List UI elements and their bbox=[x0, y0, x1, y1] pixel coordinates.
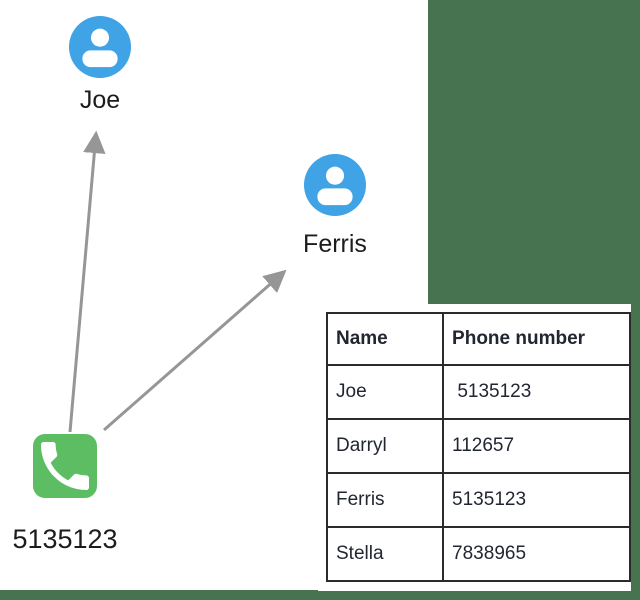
name-cell: Joe bbox=[325, 364, 445, 420]
phone-cell: 112657 bbox=[442, 418, 631, 474]
call-arrows bbox=[68, 130, 287, 433]
table-row: Joe 5135123 bbox=[325, 364, 631, 420]
name-cell: Stella bbox=[325, 526, 445, 582]
name-cell: Darryl bbox=[325, 418, 445, 474]
node-label-joe: Joe bbox=[79, 86, 121, 114]
arrow-phone-to-ferris bbox=[103, 269, 287, 432]
header-name: Name bbox=[325, 312, 445, 366]
diagram-panel: Joe Ferris 5135123 bbox=[0, 0, 428, 590]
phone-cell: 5135123 bbox=[442, 364, 631, 420]
phone-icon bbox=[33, 434, 97, 498]
arrow-phone-to-joe bbox=[68, 130, 106, 433]
name-cell: Ferris bbox=[325, 472, 445, 528]
table-header-row: Name Phone number bbox=[325, 312, 631, 366]
header-phone-number: Phone number bbox=[442, 312, 631, 366]
node-label-phone-number: 5135123 bbox=[12, 524, 118, 554]
phone-cell: 7838965 bbox=[442, 526, 631, 582]
phone-cell: 5135123 bbox=[442, 472, 631, 528]
person-icon bbox=[69, 16, 131, 78]
node-label-ferris: Ferris bbox=[303, 230, 367, 258]
person-icon bbox=[304, 154, 366, 216]
